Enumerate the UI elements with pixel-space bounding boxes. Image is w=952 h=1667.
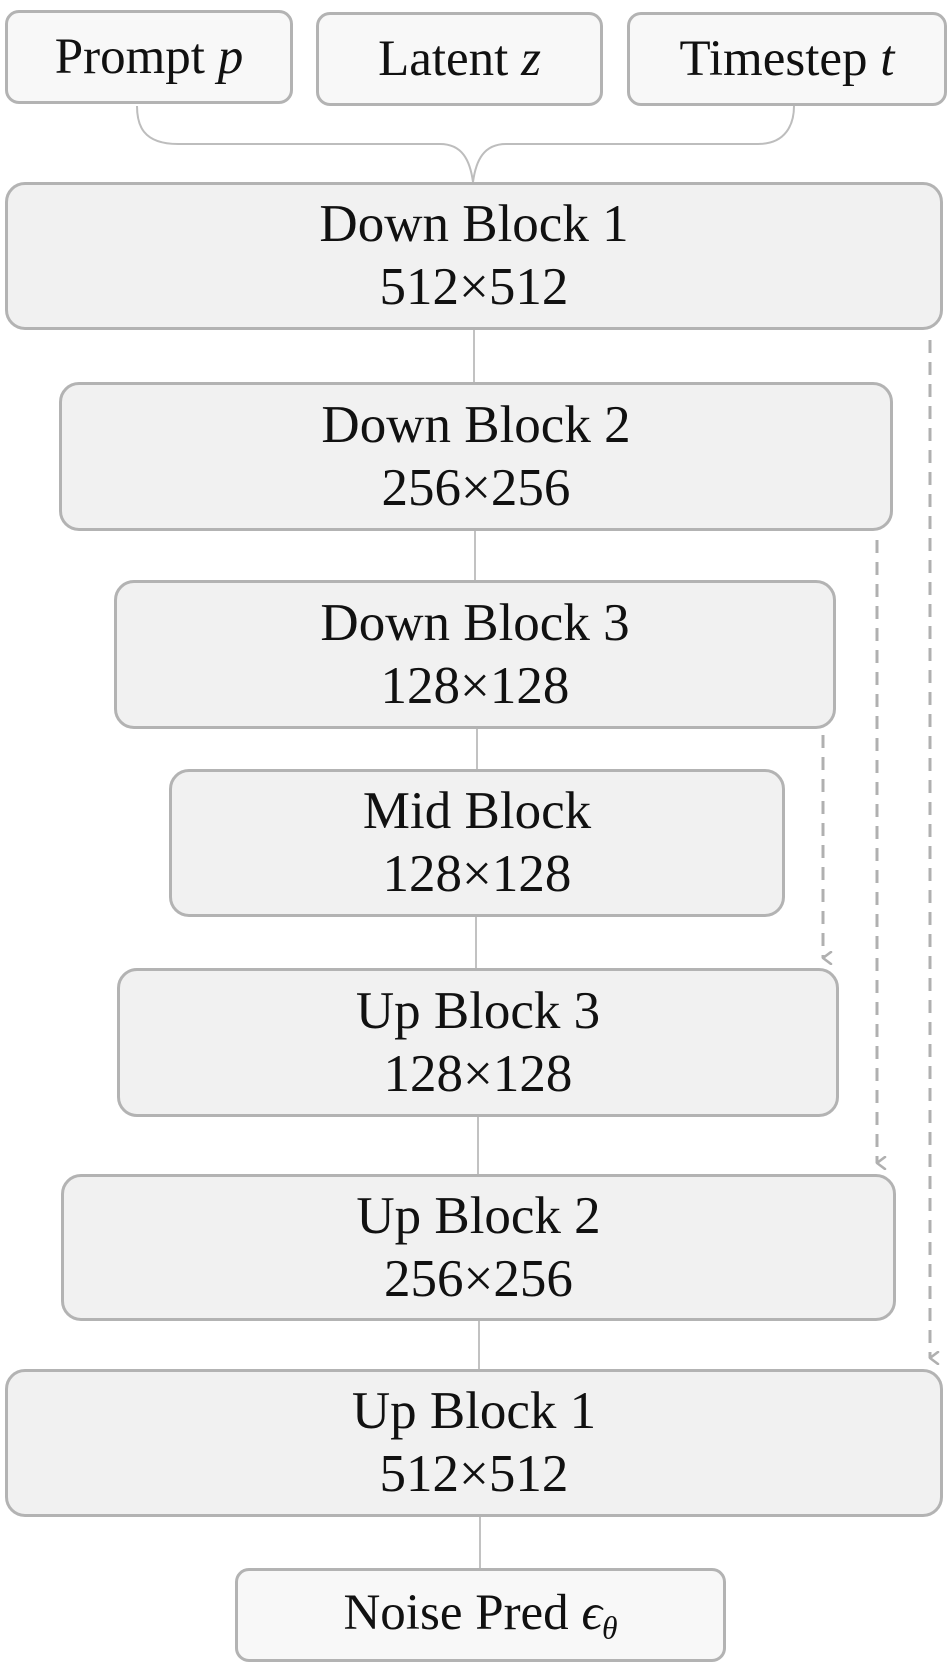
block-title: Up Block 2 xyxy=(356,1186,601,1245)
input-timestep-box: Timestep t xyxy=(627,12,947,106)
output-theta-subscript: θ xyxy=(601,1610,618,1646)
input-merge-brace xyxy=(136,105,795,183)
output-epsilon-symbol: ϵ xyxy=(581,1585,602,1642)
block-resolution: 256×256 xyxy=(384,1249,573,1308)
input-prompt-variable: p xyxy=(217,28,244,85)
input-prompt-box: Prompt p xyxy=(5,10,293,104)
up-block-3: Up Block 3 128×128 xyxy=(117,968,839,1117)
block-resolution: 128×128 xyxy=(382,845,572,903)
input-timestep-variable: t xyxy=(880,30,895,87)
block-resolution: 256×256 xyxy=(381,458,571,517)
down-block-3: Down Block 3 128×128 xyxy=(114,580,836,729)
block-resolution: 512×512 xyxy=(379,1445,569,1503)
block-title: Mid Block xyxy=(362,782,592,841)
block-title: Up Block 3 xyxy=(355,981,601,1040)
block-title: Down Block 3 xyxy=(320,593,630,652)
block-resolution: 128×128 xyxy=(380,656,570,715)
block-title: Up Block 1 xyxy=(351,1382,597,1441)
mid-block: Mid Block 128×128 xyxy=(169,769,785,917)
input-prompt-label: Prompt p xyxy=(54,28,244,85)
block-resolution: 512×512 xyxy=(379,258,569,316)
block-title: Down Block 1 xyxy=(319,195,629,254)
input-latent-label: Latent z xyxy=(378,30,541,87)
down-block-2: Down Block 2 256×256 xyxy=(59,382,893,531)
up-block-2: Up Block 2 256×256 xyxy=(61,1174,896,1321)
block-title: Down Block 2 xyxy=(321,395,631,454)
input-latent-box: Latent z xyxy=(316,12,603,106)
output-label: Noise Pred ϵθ xyxy=(343,1585,618,1646)
down-block-1: Down Block 1 512×512 xyxy=(5,182,943,330)
input-latent-variable: z xyxy=(521,30,541,87)
block-resolution: 128×128 xyxy=(383,1044,573,1103)
output-noise-pred-box: Noise Pred ϵθ xyxy=(235,1568,726,1662)
up-block-1: Up Block 1 512×512 xyxy=(5,1369,943,1517)
input-timestep-label: Timestep t xyxy=(679,30,895,87)
